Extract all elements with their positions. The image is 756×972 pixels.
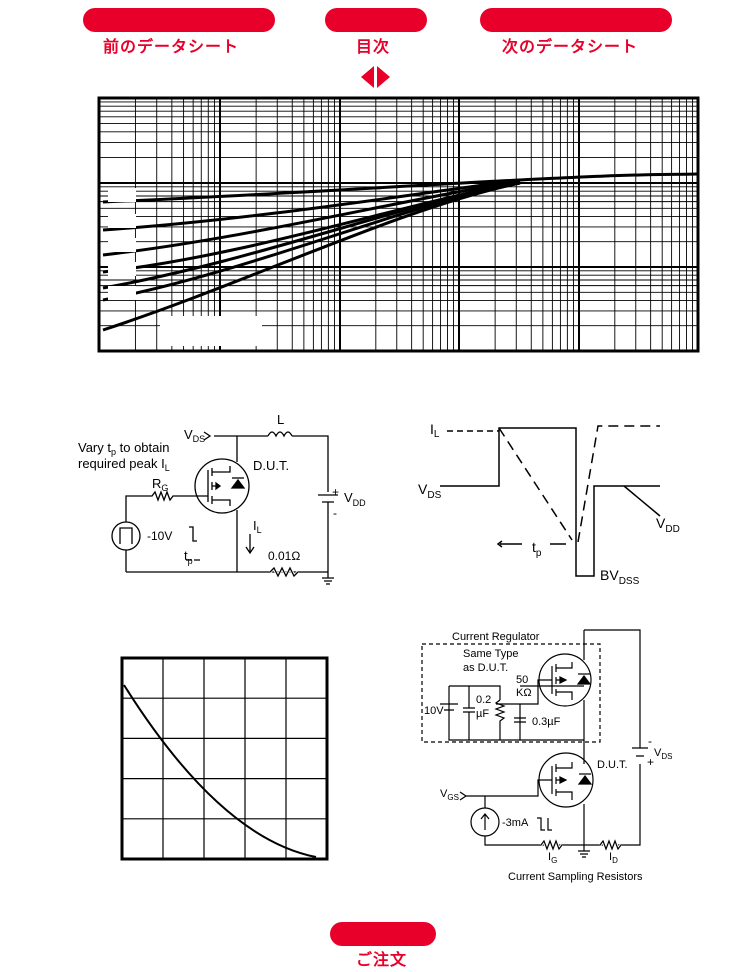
test-circuit [111,431,338,585]
svg-text:+: + [332,485,339,499]
gate-circuit-labels: Current Regulator Same Type as D.U.T. 10… [424,631,672,883]
svg-text:IG: IG [548,851,557,865]
gate-circuit [421,629,648,858]
svg-text:tp: tp [184,548,193,566]
svg-text:required peak IL: required peak IL [78,456,170,473]
svg-text:IL: IL [430,421,440,440]
svg-text:D.U.T.: D.U.T. [597,759,628,771]
svg-text:50: 50 [516,674,528,686]
svg-text:BVDSS: BVDSS [600,567,640,587]
svg-text:0.01Ω: 0.01Ω [268,549,300,563]
waveform-labels: IL VDS VDD tp BVDSS [418,421,680,587]
svg-text:IL: IL [253,518,262,535]
svg-text:-3mA: -3mA [502,817,529,829]
svg-text:ID: ID [609,851,618,865]
svg-text:as D.U.T.: as D.U.T. [463,662,508,674]
test-circuit-labels: Vary tp to obtain required peak IL VDS L… [78,412,366,566]
svg-text:VDD: VDD [656,515,680,535]
prev-datasheet-button[interactable] [83,8,275,32]
svg-text:D.U.T.: D.U.T. [253,458,289,473]
page-arrows[interactable] [361,66,390,88]
svg-text:VGS: VGS [440,788,459,802]
svg-text:Current Sampling Resistors: Current Sampling Resistors [508,871,643,883]
svg-text:VDD: VDD [344,490,366,508]
svg-text:VDS: VDS [184,427,205,444]
svg-text:0.2: 0.2 [476,694,491,706]
svg-text:µF: µF [476,708,489,720]
prev-datasheet-label[interactable]: 前のデータシート [103,37,240,56]
svg-text:RG: RG [152,476,168,493]
svg-text:Vary tp to obtain: Vary tp to obtain [78,440,170,457]
svg-text:-10V: -10V [147,529,172,543]
waveform-diagram [440,425,661,577]
order-label[interactable]: ご注文 [356,950,408,969]
svg-text:10V: 10V [424,705,444,717]
svg-text:KΩ: KΩ [516,687,532,699]
svg-text:-: - [648,734,652,748]
svg-text:-: - [333,506,337,520]
linear-chart [120,656,329,861]
svg-text:L: L [277,412,284,427]
svg-text:+: + [647,755,654,769]
toc-button[interactable] [325,8,427,32]
arrow-left-icon[interactable] [361,66,374,88]
svg-text:VDS: VDS [418,481,442,501]
arrow-right-icon[interactable] [377,66,390,88]
svg-text:Same Type: Same Type [463,648,518,660]
svg-text:0.3µF: 0.3µF [532,716,561,728]
next-datasheet-button[interactable] [480,8,672,32]
log-chart [97,96,700,353]
svg-text:Current Regulator: Current Regulator [452,631,540,643]
svg-text:tp: tp [532,539,542,559]
svg-text:VDS: VDS [654,747,672,761]
toc-label[interactable]: 目次 [356,37,391,56]
next-datasheet-label[interactable]: 次のデータシート [502,37,639,56]
order-button[interactable] [330,922,436,946]
